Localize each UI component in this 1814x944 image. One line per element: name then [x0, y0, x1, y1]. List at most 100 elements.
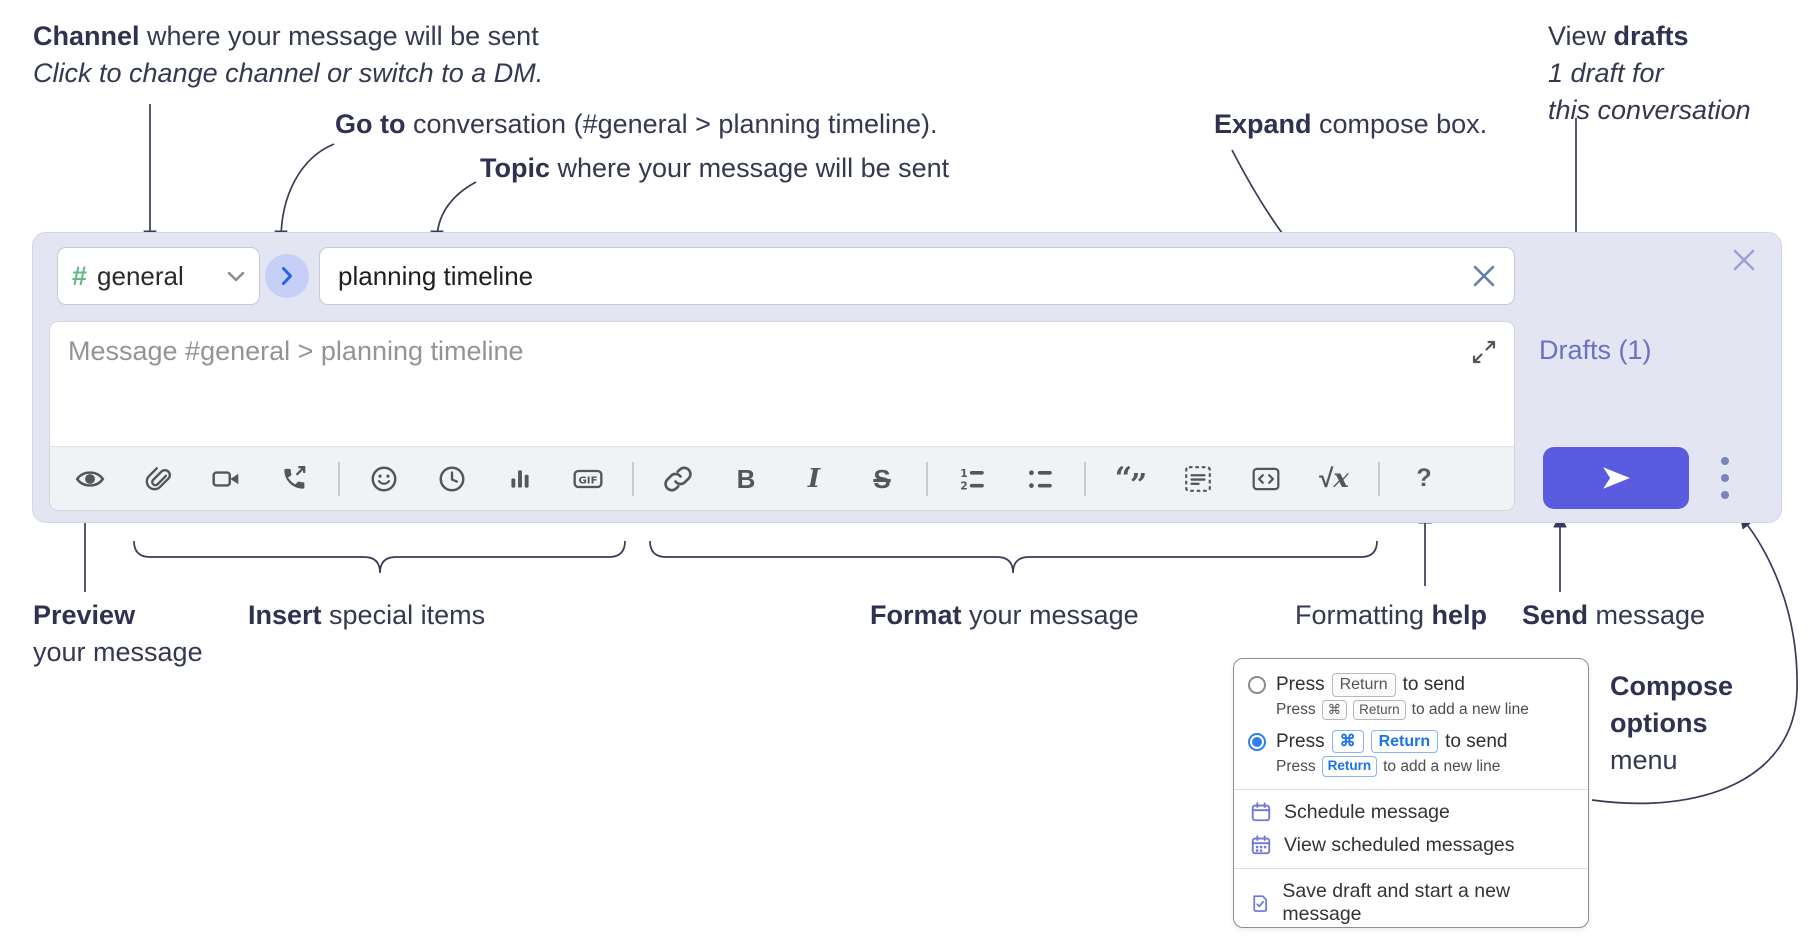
save-draft-icon — [1253, 894, 1268, 912]
clear-topic-button[interactable] — [1471, 261, 1501, 291]
bold-button[interactable]: B — [722, 455, 770, 503]
audio-call-button[interactable] — [270, 455, 318, 503]
preview-button[interactable] — [66, 455, 114, 503]
paperclip-icon — [145, 466, 171, 490]
send-button[interactable] — [1543, 447, 1689, 509]
channel-note-bold: Channel — [33, 21, 140, 51]
chevron-down-icon — [227, 271, 245, 281]
compose-box: # general — [32, 232, 1782, 523]
goto-conversation-button[interactable] — [265, 254, 309, 298]
option-cmd-return-sub: Press Return to add a new line — [1234, 753, 1514, 782]
channel-selector[interactable]: # general — [57, 247, 260, 305]
key-cmd: ⌘ — [1331, 729, 1364, 754]
compose-options-note: Compose options menu — [1610, 671, 1734, 775]
video-camera-icon — [212, 470, 239, 487]
toolbar-divider — [338, 461, 340, 496]
channel-note-line2: Click to change channel or switch to a D… — [33, 58, 544, 88]
spoiler-icon — [1185, 465, 1211, 492]
topic-note: Topic where your message will be sent — [480, 153, 950, 183]
eye-icon — [75, 470, 105, 487]
close-compose-button[interactable] — [1729, 243, 1763, 277]
toolbar-divider — [926, 461, 928, 496]
bulleted-list-icon — [1029, 469, 1052, 488]
help-note: Formatting help — [1295, 600, 1488, 630]
topic-input[interactable] — [319, 247, 1515, 305]
chevron-right-icon — [282, 267, 292, 285]
expand-note: Expand compose box. — [1214, 109, 1488, 139]
preview-note: Preview your message — [33, 600, 203, 667]
bar-chart-icon — [511, 469, 529, 488]
option-return-sub: Press ⌘ Return to add a new line — [1234, 697, 1543, 726]
phone-call-icon — [284, 465, 306, 489]
italic-icon: I — [807, 463, 821, 494]
message-input[interactable] — [50, 322, 1514, 446]
option-return-to-send[interactable]: Press Return to send — [1234, 669, 1588, 697]
formatting-help-button[interactable]: ? — [1400, 455, 1448, 503]
send-icon — [1603, 467, 1630, 489]
calendar-days-icon — [1251, 835, 1271, 855]
goto-note: Go to conversation (#general > planning … — [335, 109, 938, 139]
option-cmd-return-to-send[interactable]: Press ⌘ Return to send — [1234, 726, 1588, 754]
strikethrough-icon: S — [873, 463, 891, 494]
global-time-button[interactable] — [428, 455, 476, 503]
code-icon — [1252, 467, 1280, 490]
channel-note: Channel where your message will be sent … — [33, 18, 543, 92]
compose-options-popup: Press Return to send Press ⌘ Return to a… — [1233, 658, 1589, 928]
compose-options-menu-button[interactable] — [1713, 453, 1737, 503]
radio-selected[interactable] — [1248, 732, 1266, 751]
link-icon — [664, 466, 692, 491]
toolbar-divider — [1378, 461, 1380, 496]
popup-divider — [1234, 788, 1588, 790]
format-brace — [649, 540, 1378, 574]
math-button[interactable]: √x — [1310, 455, 1358, 503]
code-button[interactable] — [1242, 455, 1290, 503]
calendar-icon — [1251, 802, 1271, 822]
key-return: Return — [1321, 756, 1378, 777]
menu-item-view-scheduled-messages[interactable]: View scheduled messages — [1234, 829, 1588, 862]
message-box: GIF B I — [49, 321, 1515, 511]
goto-arrow — [274, 143, 335, 245]
radio-unselected[interactable] — [1248, 675, 1266, 694]
bold-icon: B — [736, 463, 756, 494]
smiley-icon — [371, 466, 397, 491]
bulleted-list-button[interactable] — [1016, 455, 1064, 503]
numbered-list-button[interactable]: 1 2 — [948, 455, 996, 503]
numbered-list-icon: 1 2 — [960, 466, 984, 492]
toolbar-divider — [1084, 461, 1086, 496]
key-return: Return — [1331, 673, 1396, 697]
italic-button[interactable]: I — [790, 455, 838, 503]
channel-note-rest: where your message will be sent — [139, 21, 539, 51]
topic-field-wrap — [319, 247, 1515, 305]
question-mark-icon: ? — [1416, 464, 1432, 492]
menu-item-save-draft[interactable]: Save draft and start a new message — [1234, 875, 1588, 931]
poll-button[interactable] — [496, 455, 544, 503]
channel-name: general — [97, 260, 184, 291]
gif-button[interactable]: GIF — [564, 455, 612, 503]
expand-compose-button[interactable] — [1470, 336, 1502, 368]
drafts-note: View drafts 1 draft for this conversatio… — [1548, 21, 1751, 125]
spoiler-button[interactable] — [1174, 455, 1222, 503]
clock-icon — [439, 466, 465, 491]
strikethrough-button[interactable]: S — [858, 455, 906, 503]
format-note: Format your message — [870, 600, 1139, 630]
gif-label: GIF — [579, 475, 598, 486]
key-cmd: ⌘ — [1321, 699, 1348, 720]
toolbar-divider — [632, 461, 634, 496]
gif-icon: GIF — [573, 469, 603, 488]
svg-text:2: 2 — [960, 479, 967, 492]
key-return: Return — [1370, 729, 1439, 754]
hash-icon: # — [72, 260, 88, 291]
link-button[interactable] — [654, 455, 702, 503]
quote-button[interactable]: “” — [1106, 455, 1154, 503]
insert-brace — [133, 540, 626, 574]
send-note: Send message — [1522, 600, 1706, 630]
expand-icon — [1472, 340, 1496, 364]
video-call-button[interactable] — [202, 455, 250, 503]
emoji-button[interactable] — [360, 455, 408, 503]
drafts-link[interactable]: Drafts (1) — [1539, 335, 1652, 365]
attach-file-button[interactable] — [134, 455, 182, 503]
insert-note: Insert special items — [248, 600, 486, 630]
menu-item-schedule-message[interactable]: Schedule message — [1234, 796, 1588, 829]
math-icon: √x — [1319, 463, 1349, 494]
